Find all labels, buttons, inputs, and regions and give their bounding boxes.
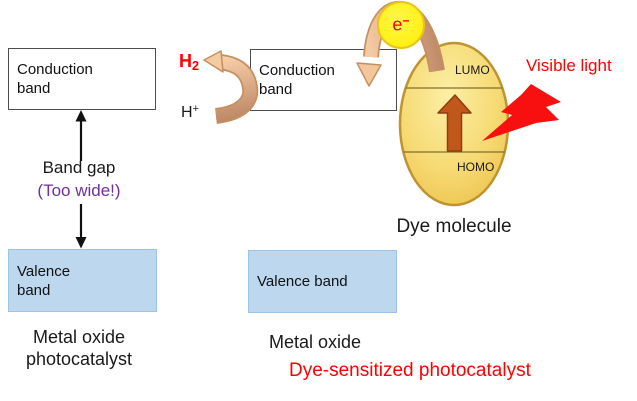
electron-circle-icon — [377, 1, 425, 49]
band-gap-label: Band gap — [42, 158, 116, 177]
proton-reduction-arrow-icon — [203, 50, 259, 124]
right-valence-band-label: Valence band — [257, 273, 348, 290]
band-gap-down-arrowhead-icon — [75, 237, 87, 249]
dye-molecule-caption: Dye molecule — [396, 216, 512, 237]
right-conduction-band-label: Conduction band — [259, 62, 335, 98]
right-subcaption: Dye-sensitized photocatalyst — [289, 360, 531, 381]
left-valence-band-box: Valence band — [8, 249, 157, 312]
h-plus-label: H+ — [181, 103, 199, 121]
band-gap-up-arrowhead-icon — [75, 110, 87, 122]
dye-energy-level-lines — [400, 87, 508, 153]
left-conduction-band-label: Conduction band — [17, 61, 93, 97]
left-valence-band-label: Valence band — [17, 262, 71, 299]
visible-light-label: Visible light — [526, 56, 612, 75]
left-caption: Metal oxide photocatalyst — [25, 327, 133, 369]
band-gap-note: (Too wide!) — [37, 181, 121, 200]
right-caption: Metal oxide — [269, 332, 362, 352]
left-conduction-band-box: Conduction band — [8, 48, 156, 110]
lumo-label: LUMO — [455, 63, 490, 77]
homo-label: HOMO — [457, 160, 495, 174]
excitation-up-arrow-icon — [437, 94, 472, 152]
band-gap-arrows — [75, 110, 87, 249]
electron-label: e− — [392, 14, 410, 35]
h2-label: H2 — [179, 51, 200, 74]
right-conduction-band-box: Conduction band — [250, 49, 397, 111]
right-valence-band-box: Valence band — [248, 250, 397, 313]
visible-light-bolt-icon — [482, 84, 561, 141]
